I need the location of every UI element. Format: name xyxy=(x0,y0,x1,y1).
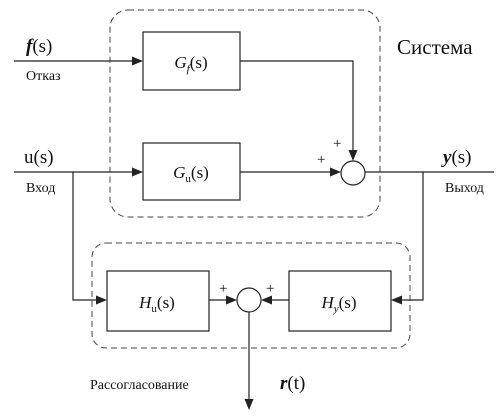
residual-caption: Рассогласование xyxy=(90,378,189,393)
residual-sum-sign-right: + xyxy=(266,281,274,297)
gu-output-arrowhead xyxy=(330,167,341,177)
residual-arrowhead xyxy=(244,399,254,410)
hu-input-arrowhead xyxy=(96,295,107,305)
gf-output-line xyxy=(240,60,354,151)
residual-sum-sign-left: + xyxy=(219,281,227,297)
residual-sum-junction xyxy=(236,287,262,313)
input-arrowhead xyxy=(132,167,143,177)
hy-block-label: Hy(s) xyxy=(320,293,356,315)
system-sum-sign-top: + xyxy=(333,136,341,152)
hu-block-label: Hu(s) xyxy=(138,293,175,315)
gf-block xyxy=(142,31,241,91)
hu-block xyxy=(106,270,210,332)
system-label: Система xyxy=(397,35,473,59)
residual-generator-enclosure xyxy=(91,242,411,349)
gu-block xyxy=(142,142,241,201)
output-signal-label: y(s) xyxy=(441,147,472,168)
hy-input-arrowhead xyxy=(391,295,402,305)
system-sum-sign-left: + xyxy=(317,152,325,168)
output-branch-to-hy xyxy=(401,172,424,301)
fault-arrowhead xyxy=(132,56,143,66)
system-sum-junction xyxy=(340,160,366,186)
output-caption: Выход xyxy=(445,181,484,196)
input-signal-label: u(s) xyxy=(24,147,54,168)
gu-block-label: Gu(s) xyxy=(173,163,209,185)
input-branch-to-hu xyxy=(72,172,97,301)
input-caption: Вход xyxy=(26,181,55,196)
gf-block-label: Gf(s) xyxy=(174,53,207,75)
gf-output-arrowhead xyxy=(348,150,358,161)
fault-signal-label: f(s) xyxy=(26,36,52,57)
hy-output-arrowhead xyxy=(261,295,272,305)
fault-caption: Отказ xyxy=(26,69,61,84)
hy-block xyxy=(288,270,392,332)
hu-output-arrowhead xyxy=(226,295,237,305)
residual-signal-label: r(t) xyxy=(280,373,305,394)
